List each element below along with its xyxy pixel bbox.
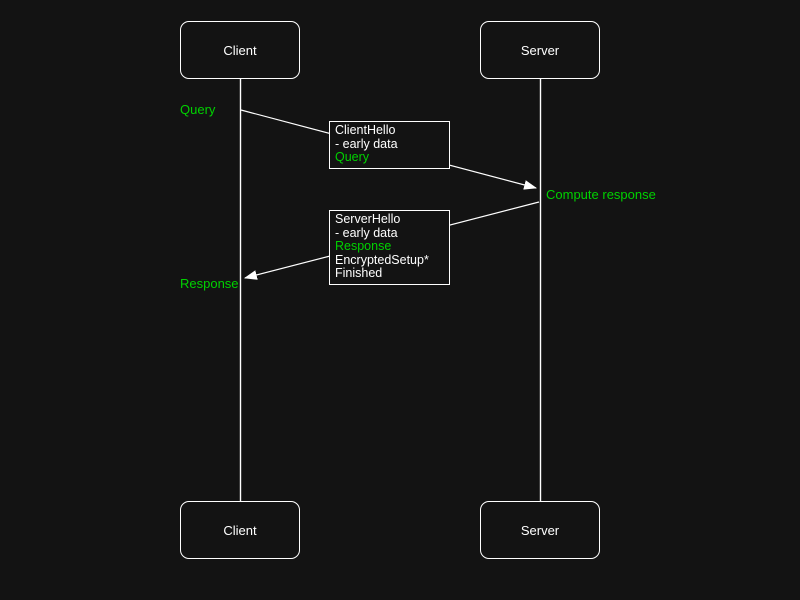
message-line: Finished: [335, 266, 383, 281]
message-line: ServerHello: [335, 212, 401, 226]
message-line: - early data: [335, 225, 398, 240]
actor-server-top-label: Server: [520, 42, 560, 58]
annotation-query: Query: [180, 102, 216, 117]
actor-server-bottom-label: Server: [520, 522, 560, 538]
message-box-serverhello: ServerHello - early data Response Encryp…: [329, 210, 450, 285]
actor-client-bottom: Client: [180, 501, 300, 559]
message-line: ClientHello: [335, 123, 396, 137]
message-line: - early data: [335, 136, 398, 151]
actor-client-bottom-label: Client: [223, 522, 257, 538]
message-line: Query: [335, 150, 370, 165]
actor-client-top: Client: [180, 21, 300, 79]
actor-server-top: Server: [480, 21, 600, 79]
message-box-clienthello: ClientHello - early data Query: [329, 121, 450, 169]
actor-server-bottom: Server: [480, 501, 600, 559]
annotation-response: Response: [180, 276, 239, 291]
annotation-compute-response: Compute response: [546, 187, 656, 202]
actor-client-top-label: Client: [223, 42, 257, 58]
message-line: Response: [335, 239, 392, 254]
message-line: EncryptedSetup*: [335, 252, 429, 267]
